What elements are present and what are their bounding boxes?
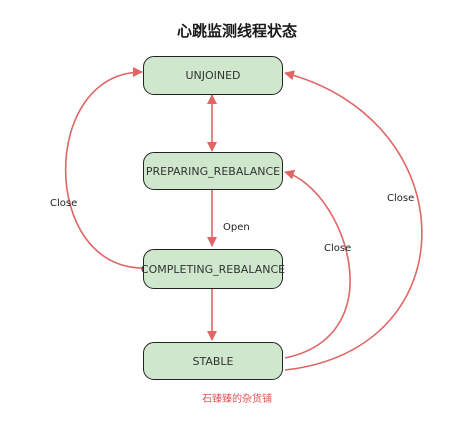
diagram-title: 心跳监测线程状态 [176,22,297,40]
edge-stable-preparing-close [284,169,351,359]
edge-label-open: Open [223,222,250,233]
node-stable: STABLE [143,342,283,380]
edge-completing-unjoined-close [64,67,144,269]
edge-label-close-mid: Close [324,243,352,254]
edge-label-close-right: Close [387,193,415,204]
watermark: 石臻臻的杂货铺 [202,394,272,405]
node-completing-rebalance: COMPLETING_REBALANCE [141,249,285,289]
node-unjoined: UNJOINED [143,56,283,95]
node-preparing-rebalance: PREPARING_REBALANCE [143,152,283,190]
edge-label-close-left: Close [50,198,78,209]
edge-stable-unjoined-close [284,70,423,371]
